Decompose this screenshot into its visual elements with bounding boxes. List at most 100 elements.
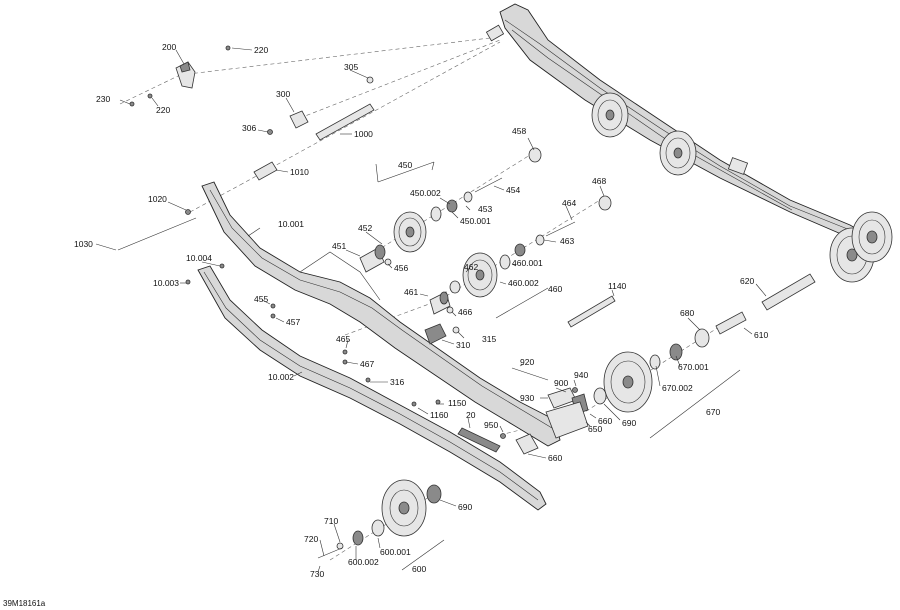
label-660-bottom: 660 [548, 453, 562, 463]
part-labels: 200 220 230 220 305 300 306 1000 1010 10… [74, 42, 768, 579]
label-200: 200 [162, 42, 176, 52]
label-461: 461 [404, 287, 418, 297]
part-230 [129, 101, 135, 107]
part-690-top [593, 387, 607, 405]
label-220-bottom: 220 [156, 105, 170, 115]
part-463-washer [514, 243, 526, 257]
part-1000-shaft [315, 103, 375, 141]
part-462 [449, 280, 461, 294]
part-10-003 [185, 279, 191, 285]
part-310 [424, 323, 447, 345]
label-10-002: 10.002 [268, 372, 294, 382]
part-458 [528, 147, 542, 163]
part-463 [535, 234, 545, 246]
label-900: 900 [554, 378, 568, 388]
label-20: 20 [466, 410, 476, 420]
label-450-001: 450.001 [460, 216, 491, 226]
label-451: 451 [332, 241, 346, 251]
part-1140-shaft [567, 295, 616, 328]
label-600: 600 [412, 564, 426, 574]
part-610 [715, 311, 747, 335]
label-720: 720 [304, 534, 318, 544]
part-468 [598, 195, 612, 211]
part-600-002 [352, 530, 364, 546]
part-454-bolt [474, 177, 503, 193]
label-315: 315 [482, 334, 496, 344]
label-460-002: 460.002 [508, 278, 539, 288]
label-1030: 1030 [74, 239, 93, 249]
part-316 [365, 377, 371, 383]
part-20-strip [457, 427, 501, 453]
part-1160 [411, 401, 417, 407]
part-680 [694, 328, 710, 348]
part-670-001 [669, 343, 683, 361]
wheel-670 [603, 351, 653, 413]
label-730: 730 [310, 569, 324, 579]
part-200 [175, 61, 196, 89]
label-220-top: 220 [254, 45, 268, 55]
part-220-top [225, 45, 231, 51]
label-690-top: 690 [622, 418, 636, 428]
label-600-002: 600.002 [348, 557, 379, 567]
upper-rail-wheel-1 [591, 92, 629, 138]
part-306 [267, 129, 273, 135]
label-1160: 1160 [430, 410, 449, 420]
part-1010-spacer [253, 161, 278, 181]
part-456 [384, 258, 392, 266]
label-680: 680 [680, 308, 694, 318]
part-455 [270, 303, 276, 309]
label-305: 305 [344, 62, 358, 72]
part-1030-bolt [117, 217, 197, 251]
upper-rail-wheel-4 [851, 211, 893, 263]
part-10-004 [219, 263, 225, 269]
part-465 [342, 349, 348, 355]
part-710 [336, 542, 344, 550]
diagram-code: 39M18161a [3, 599, 46, 608]
label-650: 650 [588, 424, 602, 434]
part-620-shaft [761, 273, 816, 311]
label-1000: 1000 [354, 129, 373, 139]
label-460-001: 460.001 [512, 258, 543, 268]
upper-rail [485, 3, 863, 241]
part-451 [359, 244, 386, 273]
label-1010: 1010 [290, 167, 309, 177]
label-457: 457 [286, 317, 300, 327]
label-462: 462 [464, 262, 478, 272]
label-1140: 1140 [608, 281, 627, 291]
label-452: 452 [358, 223, 372, 233]
label-1020: 1020 [148, 194, 167, 204]
label-710: 710 [324, 516, 338, 526]
part-920 [511, 367, 549, 381]
leader-lines [95, 47, 767, 573]
label-620: 620 [740, 276, 754, 286]
part-600-001 [371, 519, 385, 537]
part-650-bracket [545, 401, 589, 439]
part-1150 [435, 399, 441, 405]
label-458: 458 [512, 126, 526, 136]
label-10-001: 10.001 [278, 219, 304, 229]
label-453: 453 [478, 204, 492, 214]
label-316: 316 [390, 377, 404, 387]
label-455: 455 [254, 294, 268, 304]
part-950 [500, 433, 506, 439]
part-305 [366, 76, 374, 84]
slide-10-002 [197, 265, 547, 511]
label-920: 920 [520, 357, 534, 367]
part-300 [289, 110, 309, 129]
part-1020 [185, 209, 191, 215]
part-461 [429, 291, 451, 315]
part-220-bottom [147, 93, 153, 99]
label-467: 467 [360, 359, 374, 369]
label-610: 610 [754, 330, 768, 340]
label-450-002: 450.002 [410, 188, 441, 198]
label-690-bottom: 690 [458, 502, 472, 512]
label-1150: 1150 [448, 398, 467, 408]
label-670-002: 670.002 [662, 383, 693, 393]
label-950: 950 [484, 420, 498, 430]
label-463: 463 [560, 236, 574, 246]
part-460-001 [499, 254, 511, 270]
label-456: 456 [394, 263, 408, 273]
label-468: 468 [592, 176, 606, 186]
part-690-bottom [426, 484, 442, 504]
